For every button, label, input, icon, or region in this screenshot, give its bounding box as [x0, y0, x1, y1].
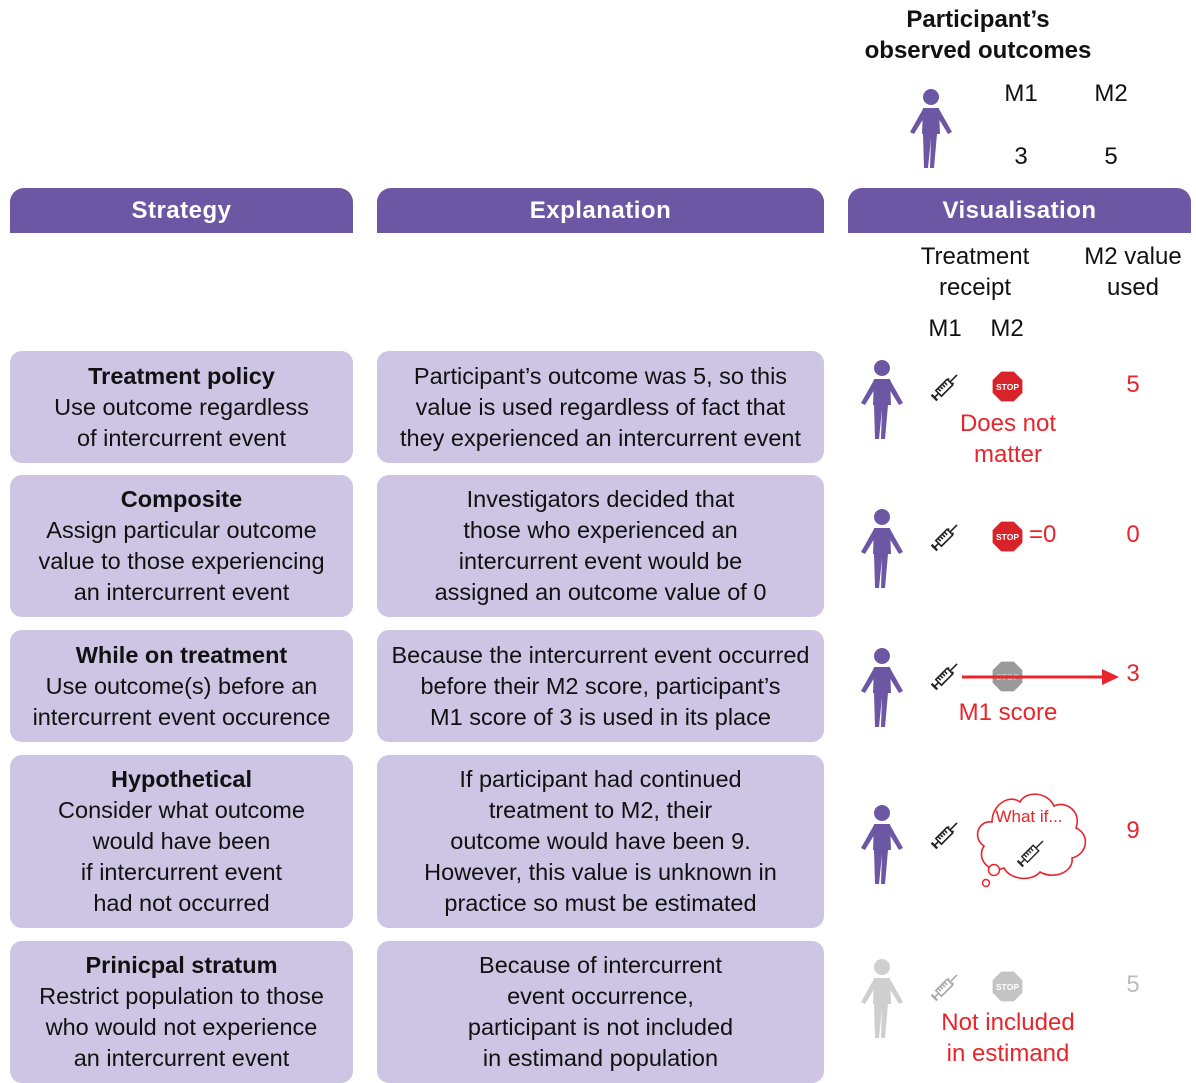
- stop-sign-text: STOP: [996, 982, 1019, 992]
- explanation-line: they experienced an intercurrent event: [399, 424, 802, 451]
- explanation-line: assigned an outcome value of 0: [434, 579, 767, 605]
- m2-value-used: 5: [1126, 371, 1140, 398]
- observed-outcomes-title: Participant’s observed outcomes: [830, 4, 1126, 66]
- explanation-line: M1 score of 3 is used in its place: [430, 703, 771, 730]
- explanation-line: participant is not included: [467, 1014, 734, 1040]
- observed-m2-label: M2: [1094, 80, 1128, 107]
- explanation-line: before their M2 score, participant’s: [420, 672, 781, 699]
- strategy-line: Use outcome(s) before an: [45, 672, 318, 699]
- m2-value-used: 5: [1126, 971, 1140, 998]
- explanation-line: outcome would have been 9.: [450, 828, 751, 854]
- stop-sign-text: STOP: [996, 382, 1019, 392]
- note-does-not-matter: Does not matter: [940, 408, 1076, 470]
- syringe-icon: [926, 518, 964, 556]
- explanation-line: practice so must be estimated: [444, 890, 757, 916]
- header-explanation: Explanation: [377, 188, 824, 233]
- m2-value-used-line2: used: [1106, 274, 1160, 301]
- explanation-box-principal-stratum: Because of intercurrent event occurrence…: [377, 941, 824, 1083]
- cloud-text: What if...: [995, 807, 1063, 826]
- strategy-box-while-on-treatment: While on treatment Use outcome(s) before…: [10, 630, 353, 742]
- syringe-icon: [926, 816, 964, 854]
- explanation-line: value is used regardless of fact that: [415, 393, 786, 420]
- subheader-m2-value-used: M2 value used: [1068, 241, 1196, 303]
- explanation-line: event occurrence,: [507, 983, 694, 1009]
- explanation-line: If participant had continued: [459, 766, 742, 792]
- person-icon-faded: [857, 958, 907, 1040]
- person-icon: [857, 508, 907, 590]
- header-strategy: Strategy: [10, 188, 353, 233]
- treatment-receipt-line2: receipt: [938, 274, 1012, 301]
- note-line: in estimand: [946, 1040, 1070, 1067]
- explanation-box-while-on-treatment: Because the intercurrent event occurred …: [377, 630, 824, 742]
- explanation-box-treatment-policy: Participant’s outcome was 5, so this val…: [377, 351, 824, 463]
- m2-value-used: 0: [1126, 521, 1140, 548]
- strategy-line: of intercurrent event: [77, 424, 286, 451]
- strategy-line: would have been: [92, 828, 271, 854]
- observed-m1-label: M1: [1004, 80, 1038, 107]
- person-icon: [857, 647, 907, 729]
- treatment-receipt-line1: Treatment: [920, 243, 1030, 270]
- m2-value-used: 3: [1126, 660, 1140, 687]
- strategy-line: Consider what outcome: [58, 797, 305, 823]
- strategy-title: Hypothetical: [110, 766, 253, 792]
- explanation-box-hypothetical: If participant had continued treatment t…: [377, 755, 824, 928]
- strategy-box-hypothetical: Hypothetical Consider what outcome would…: [10, 755, 353, 928]
- strategy-line: intercurrent event occurence: [32, 703, 331, 730]
- strategy-title: While on treatment: [75, 641, 288, 668]
- note-m1-score: M1 score: [958, 699, 1058, 726]
- observed-title-line2: observed outcomes: [864, 37, 1092, 64]
- observed-m2-value: 5: [1104, 143, 1118, 170]
- strategy-line: had not occurred: [93, 890, 270, 916]
- strategy-line: value to those experiencing: [38, 548, 325, 574]
- note-line: Not included: [941, 1009, 1075, 1036]
- strategy-box-principal-stratum: Prinicpal stratum Restrict population to…: [10, 941, 353, 1083]
- strategy-line: an intercurrent event: [73, 1045, 290, 1071]
- stop-sign-icon: STOP: [991, 370, 1024, 403]
- strategy-line: Use outcome regardless: [54, 393, 309, 420]
- subheader-m2: M2: [990, 315, 1024, 342]
- strategy-line: Restrict population to those: [39, 983, 324, 1009]
- syringe-icon: [926, 657, 964, 695]
- strategy-line: who would not experience: [45, 1014, 318, 1040]
- subheader-m1: M1: [928, 315, 962, 342]
- stop-sign-icon: STOP: [991, 520, 1024, 553]
- explanation-line: intercurrent event would be: [458, 548, 743, 574]
- explanation-line: those who experienced an: [463, 517, 738, 543]
- strategy-line: if intercurrent event: [80, 859, 283, 885]
- subheader-treatment-receipt: Treatment receipt: [900, 241, 1050, 303]
- strategy-line: Assign particular outcome: [46, 517, 317, 543]
- observed-m1-value: 3: [1014, 143, 1028, 170]
- m2-value-used: 9: [1126, 817, 1140, 844]
- explanation-line: Because of intercurrent: [479, 952, 722, 978]
- explanation-line: However, this value is unknown in: [424, 859, 777, 885]
- person-icon: [857, 359, 907, 441]
- strategy-title: Treatment policy: [88, 362, 275, 389]
- strategy-title: Prinicpal stratum: [85, 952, 278, 978]
- strategy-line: an intercurrent event: [73, 579, 290, 605]
- note-line: Does not: [959, 410, 1057, 437]
- person-icon: [906, 88, 956, 170]
- explanation-line: treatment to M2, their: [488, 797, 713, 823]
- note-line: matter: [973, 441, 1042, 468]
- observed-title-line1: Participant’s: [906, 6, 1050, 33]
- explanation-line: Investigators decided that: [466, 486, 735, 512]
- arrow-right-icon: [962, 667, 1120, 687]
- header-visualisation: Visualisation: [848, 188, 1191, 233]
- strategy-box-composite: Composite Assign particular outcome valu…: [10, 475, 353, 617]
- note-equals-zero: =0: [1029, 521, 1057, 548]
- thought-cloud-icon: [970, 782, 1094, 892]
- person-icon: [857, 804, 907, 886]
- strategy-box-treatment-policy: Treatment policy Use outcome regardless …: [10, 351, 353, 463]
- stop-sign-icon-faded: STOP: [991, 970, 1024, 1003]
- explanation-line: in estimand population: [482, 1045, 719, 1071]
- syringe-icon-faded: [926, 968, 964, 1006]
- m2-value-used-line1: M2 value: [1084, 243, 1182, 270]
- syringe-icon: [926, 368, 964, 406]
- stop-sign-text: STOP: [996, 532, 1019, 542]
- explanation-box-composite: Investigators decided that those who exp…: [377, 475, 824, 617]
- strategy-title: Composite: [120, 486, 243, 512]
- explanation-line: Participant’s outcome was 5, so this: [413, 362, 788, 389]
- explanation-line: Because the intercurrent event occurred: [391, 641, 810, 668]
- note-not-included: Not included in estimand: [920, 1007, 1096, 1069]
